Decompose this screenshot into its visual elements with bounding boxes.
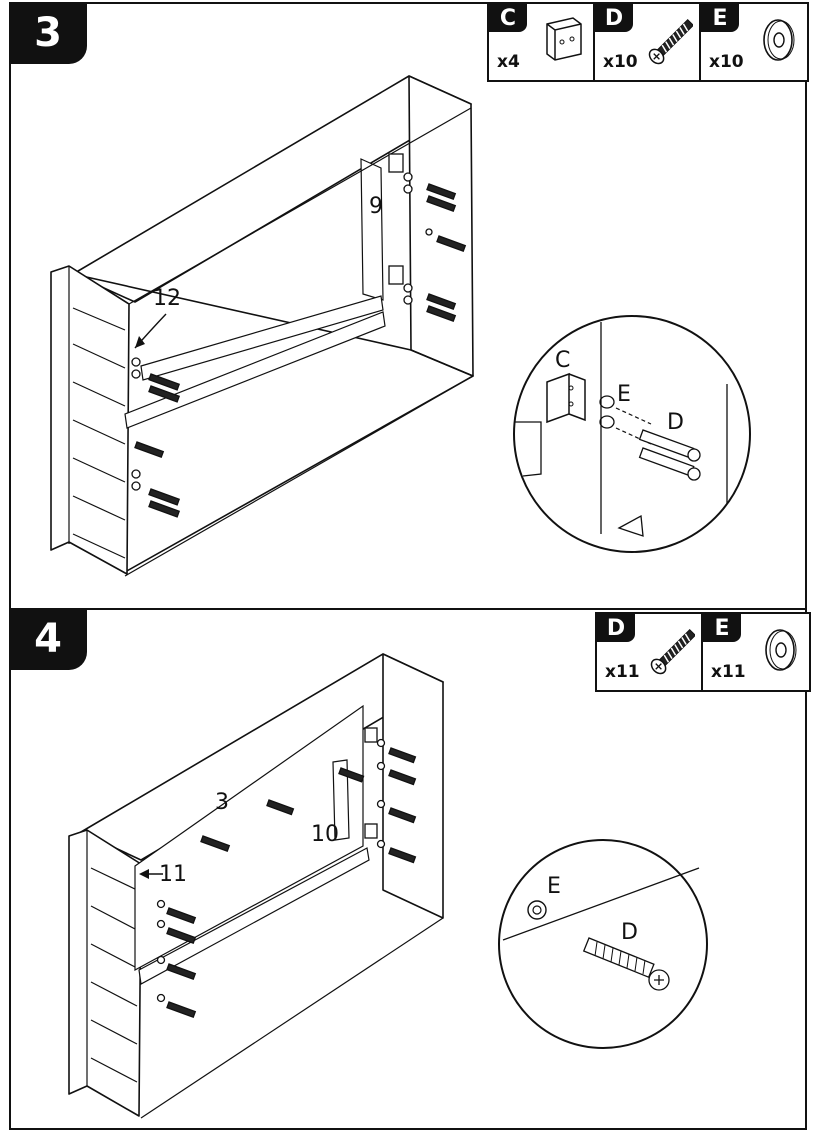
detail-screws (638, 429, 701, 481)
step-3-panel: 3 C x4 D x10 E (9, 2, 809, 610)
washer-icon (765, 629, 797, 671)
cabinet-assembly-drawing (68, 653, 708, 1119)
parts-list: C x4 D x10 E x10 (487, 2, 809, 82)
part-letter: D (595, 4, 633, 32)
panel-9-label: 9 (369, 194, 383, 219)
washer-icon (763, 19, 795, 61)
part-letter: E (703, 614, 741, 642)
step-number-badge: 3 (9, 2, 87, 64)
detail-screw (582, 937, 670, 991)
screw-icon (650, 628, 695, 675)
detail-c-label: C (555, 348, 571, 373)
detail-magnifier (513, 315, 751, 553)
panel-3-label: 3 (215, 790, 229, 815)
part-d: D x10 (595, 4, 701, 80)
panel-12-label: 12 (153, 286, 181, 311)
detail-e-label: E (547, 874, 561, 899)
part-d: D x11 (597, 614, 703, 690)
part-letter: C (489, 4, 527, 32)
part-quantity: x4 (497, 52, 520, 72)
panel-10-label: 10 (311, 822, 339, 847)
step-4-panel: 4 D x11 E x11 (9, 608, 811, 1130)
part-e: E x11 (703, 614, 809, 690)
detail-e-label: E (617, 382, 631, 407)
part-quantity: x10 (709, 52, 744, 72)
step-number-badge: 4 (9, 608, 87, 670)
cabinet-assembly-drawing (50, 75, 751, 577)
screw-icon (648, 18, 693, 65)
part-c: C x4 (489, 4, 595, 80)
part-quantity: x11 (605, 662, 640, 682)
panel-11-label: 11 (159, 862, 187, 887)
detail-d-label: D (667, 410, 684, 435)
parts-list: D x11 E x11 (595, 612, 811, 692)
part-letter: D (597, 614, 635, 642)
part-quantity: x10 (603, 52, 638, 72)
part-letter: E (701, 4, 739, 32)
cam-block-icon (546, 17, 582, 61)
part-e: E x10 (701, 4, 807, 80)
detail-d-label: D (621, 920, 638, 945)
part-quantity: x11 (711, 662, 746, 682)
